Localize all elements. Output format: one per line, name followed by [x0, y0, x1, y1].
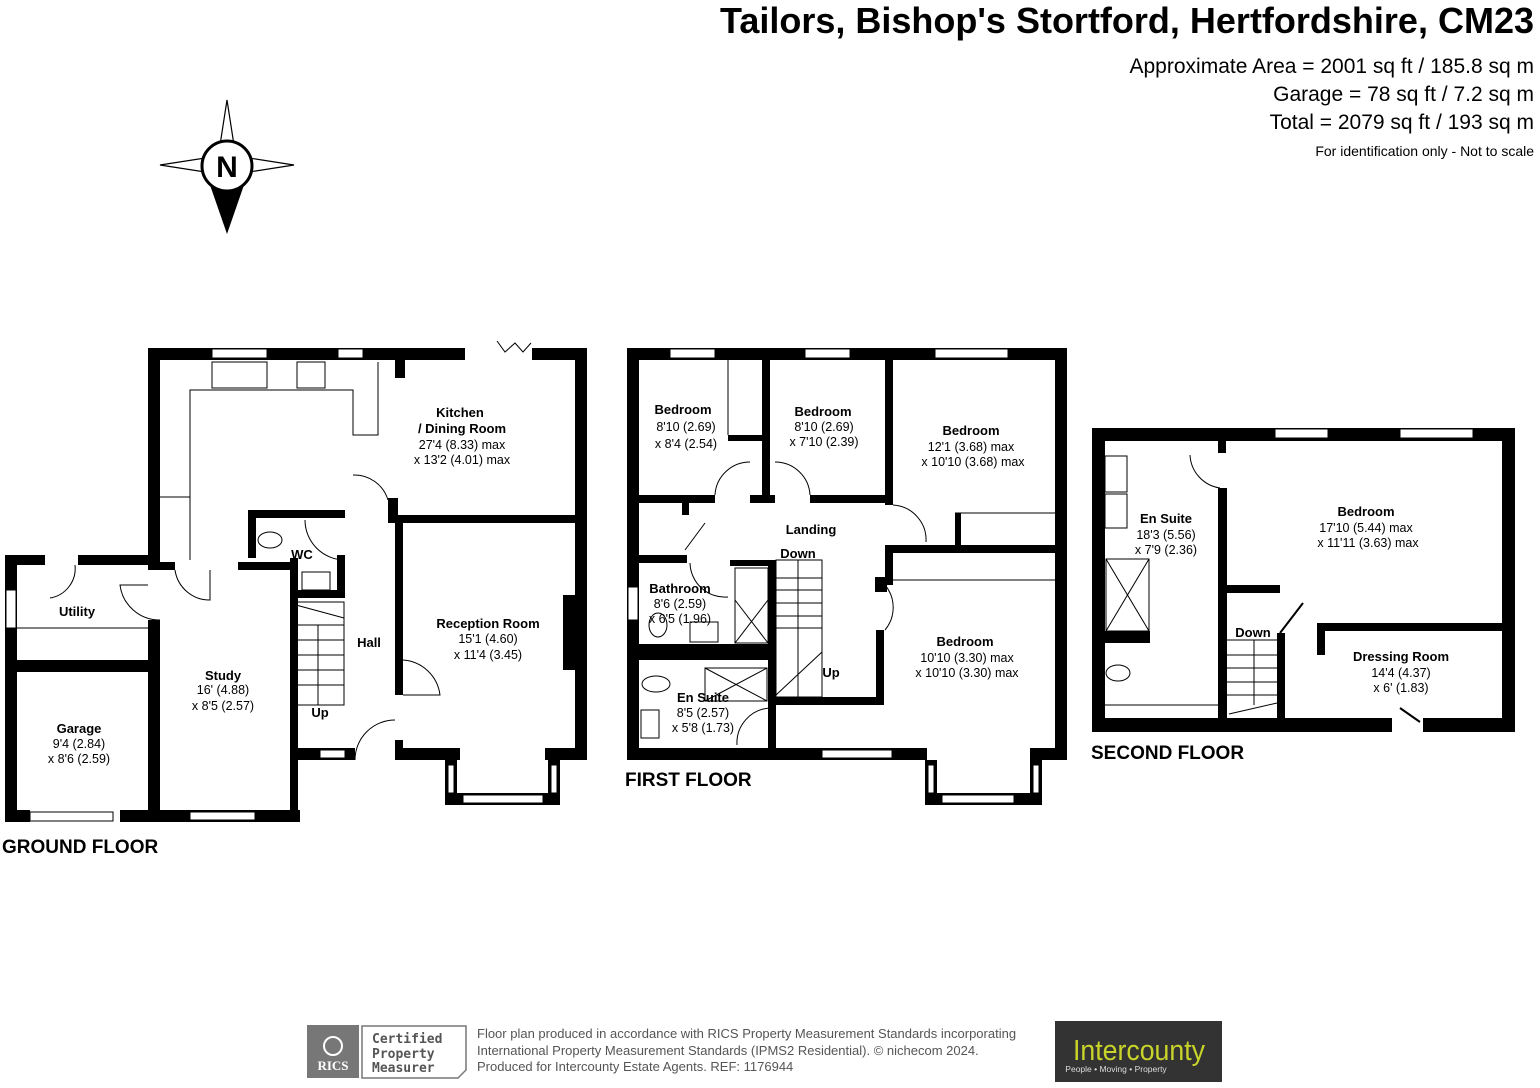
bedroom4-name: Bedroom [936, 634, 993, 649]
property-title: Tailors, Bishop's Stortford, Hertfordshi… [720, 0, 1534, 41]
first-floor-stairs [775, 559, 823, 698]
reception-dim-2: x 11'4 (3.45) [454, 648, 522, 662]
bedroom3-dim-1: 12'1 (3.68) max [928, 440, 1015, 454]
stairs-down-label: Down [780, 546, 815, 561]
kitchen-name-1: Kitchen [436, 405, 484, 420]
bedroom3-name: Bedroom [942, 423, 999, 438]
bedroom5-dim-1: 17'10 (5.44) max [1319, 521, 1413, 535]
cert-line-2: Property [372, 1047, 435, 1062]
kitchen-dim-1: 27'4 (8.33) max [419, 438, 506, 452]
total-area: Total = 2079 sq ft / 193 sq m [1270, 111, 1534, 134]
stairs-up-label: Up [311, 705, 328, 720]
garage-dim-2: x 8'6 (2.59) [48, 752, 110, 766]
stairs-down-label-second: Down [1235, 625, 1270, 640]
cert-line-3: Measurer [372, 1061, 435, 1076]
bedroom2-dim-2: x 7'10 (2.39) [789, 435, 858, 449]
bathroom-dim-2: x 6'5 (1.96) [649, 612, 711, 626]
wc-name: WC [291, 547, 313, 562]
bedroom3-dim-2: x 10'10 (3.68) max [921, 455, 1025, 469]
ensuite2-name: En Suite [1140, 511, 1192, 526]
bedroom5-dim-2: x 11'11 (3.63) max [1317, 536, 1419, 550]
utility-name: Utility [59, 604, 96, 619]
cert-line-1: Certified [372, 1032, 442, 1047]
garage-name: Garage [57, 721, 102, 736]
reception-dim-1: 15'1 (4.60) [458, 632, 517, 646]
reception-name: Reception Room [436, 616, 539, 631]
bathroom-dim-1: 8'6 (2.59) [654, 597, 706, 611]
garage-dim-1: 9'4 (2.84) [53, 737, 105, 751]
ground-floor-label: GROUND FLOOR [2, 837, 158, 858]
footer-line-1: Floor plan produced in accordance with R… [477, 1026, 1016, 1041]
hall-name: Hall [357, 635, 381, 650]
ground-floor-plan: Kitchen / Dining Room 27'4 (8.33) max x … [5, 340, 587, 822]
ensuite1-name: En Suite [677, 690, 729, 705]
agent-logo-text: Intercounty [1073, 1035, 1205, 1067]
study-name: Study [205, 668, 242, 683]
dressing-name: Dressing Room [1353, 649, 1449, 664]
rics-logo-text: RICS [317, 1058, 348, 1073]
bedroom1-dim-2: x 8'4 (2.54) [655, 437, 717, 451]
disclaimer: For identification only - Not to scale [1315, 143, 1534, 159]
stairs-up-label-first: Up [822, 665, 839, 680]
study-dim-1: 16' (4.88) [197, 683, 249, 697]
intercounty-logo: Intercounty People • Moving • Property [1055, 1021, 1222, 1082]
second-floor-plan: En Suite 18'3 (5.56) x 7'9 (2.36) Bedroo… [1092, 428, 1515, 732]
first-floor-plan: Bedroom 8'10 (2.69) x 8'4 (2.54) Bedroom… [627, 348, 1067, 805]
agent-tagline: People • Moving • Property [1065, 1064, 1167, 1074]
bedroom2-name: Bedroom [794, 404, 851, 419]
bedroom2-dim-1: 8'10 (2.69) [794, 420, 853, 434]
ensuite2-dim-1: 18'3 (5.56) [1136, 528, 1195, 542]
bedroom4-dim-2: x 10'10 (3.30) max [915, 666, 1019, 680]
footer-line-2: International Property Measurement Stand… [477, 1043, 979, 1058]
approx-area: Approximate Area = 2001 sq ft / 185.8 sq… [1130, 55, 1535, 78]
study-dim-2: x 8'5 (2.57) [192, 699, 254, 713]
bedroom1-name: Bedroom [654, 402, 711, 417]
dressing-dim-1: 14'4 (4.37) [1371, 666, 1430, 680]
ensuite1-dim-2: x 5'8 (1.73) [672, 721, 734, 735]
rics-certified-badge: RICS Certified Property Measurer [307, 1025, 467, 1079]
dressing-dim-2: x 6' (1.83) [1373, 681, 1428, 695]
footer-line-3: Produced for Intercounty Estate Agents. … [477, 1059, 793, 1074]
compass-rose-icon: N [159, 99, 295, 234]
second-floor-stairs [1227, 639, 1278, 715]
bedroom1-dim-1: 8'10 (2.69) [656, 420, 715, 434]
landing-name: Landing [786, 522, 837, 537]
kitchen-dim-2: x 13'2 (4.01) max [414, 453, 511, 467]
bedroom4-dim-1: 10'10 (3.30) max [920, 651, 1014, 665]
bathroom-name: Bathroom [649, 581, 710, 596]
ground-stairs [295, 601, 345, 706]
garage-area: Garage = 78 sq ft / 7.2 sq m [1273, 83, 1534, 106]
second-floor-label: SECOND FLOOR [1091, 743, 1244, 764]
kitchen-name-2: / Dining Room [418, 421, 506, 436]
compass-north-label: N [216, 151, 238, 184]
ensuite2-dim-2: x 7'9 (2.36) [1135, 543, 1197, 557]
ensuite1-dim-1: 8'5 (2.57) [677, 706, 729, 720]
bedroom5-name: Bedroom [1337, 504, 1394, 519]
first-floor-label: FIRST FLOOR [625, 770, 752, 791]
